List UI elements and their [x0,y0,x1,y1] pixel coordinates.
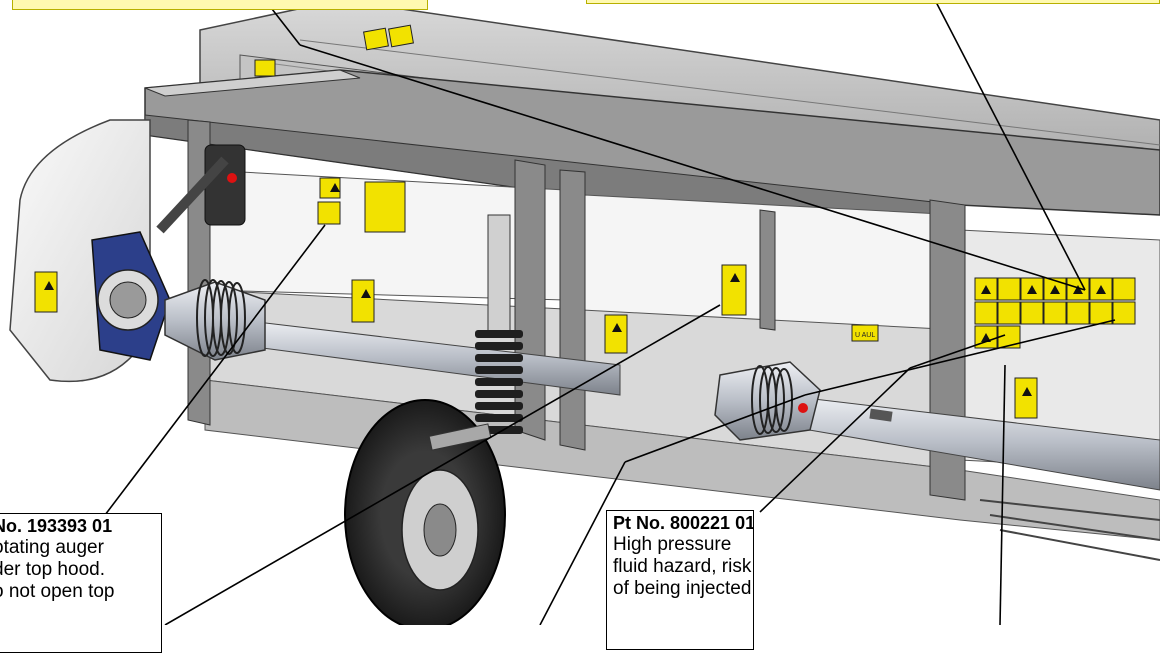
lift-arm [156,144,246,234]
skid-frame [979,499,1160,561]
callout-part-800221: Pt No. 800221 01 High pressure fluid haz… [606,510,754,650]
suspension-spring [475,214,523,434]
callout-description-line: of being injected [613,578,752,599]
callout-description-line: High pressure [613,534,732,555]
leader-lines [104,0,1116,625]
callout-description-line: der top hood. [0,559,105,580]
gearbox [91,231,171,361]
callout-part-number: Pt No. 800221 01 [613,513,754,533]
small-plate-label: U AUL [855,332,875,339]
callout-top-right [586,0,1160,4]
callout-top-left [12,0,428,10]
callout-part-193393: No. 193393 01 otating auger der top hood… [0,513,162,653]
machine-illustration: U AUL [9,0,1160,625]
drive-shaft-right [714,361,1160,491]
shaft-bellows-right [751,365,793,435]
callout-description-line: o not open top [0,581,115,602]
callout-part-number: No. 193393 01 [0,516,113,536]
callout-description-line: fluid hazard, risk [613,556,752,577]
warning-triangle-icons [44,183,1106,396]
wheel [344,399,506,625]
drive-shaft-left [164,279,621,396]
grease-point [798,403,808,413]
callout-description-line: otating auger [0,537,104,558]
shaft-bellows-left [196,279,246,357]
